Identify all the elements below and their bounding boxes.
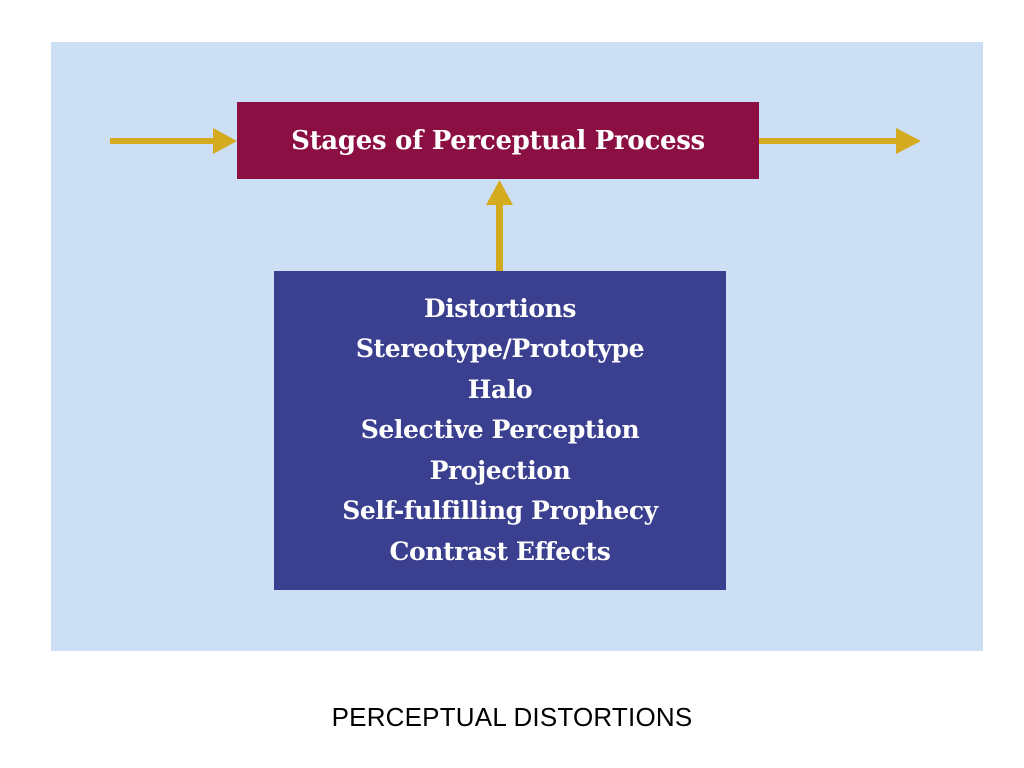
distortion-item: Self-fulfilling Prophecy <box>342 496 658 526</box>
distortion-item: Contrast Effects <box>389 536 611 566</box>
arrow-right-icon <box>759 128 921 154</box>
arrow-up-icon <box>486 180 513 271</box>
distortion-item: Selective Perception <box>360 415 640 445</box>
distortion-item: Halo <box>467 374 533 404</box>
distortions-heading: Distortions <box>423 293 577 323</box>
stages-title: Stages of Perceptual Process <box>291 125 705 156</box>
distortion-item: Stereotype/Prototype <box>355 334 645 364</box>
distortion-item: Projection <box>429 455 571 485</box>
distortions-box: Distortions Stereotype/Prototype Halo Se… <box>274 271 726 590</box>
arrow-right-icon <box>110 128 237 154</box>
stages-box: Stages of Perceptual Process <box>237 102 759 179</box>
slide-caption: PERCEPTUAL DISTORTIONS <box>331 702 693 732</box>
